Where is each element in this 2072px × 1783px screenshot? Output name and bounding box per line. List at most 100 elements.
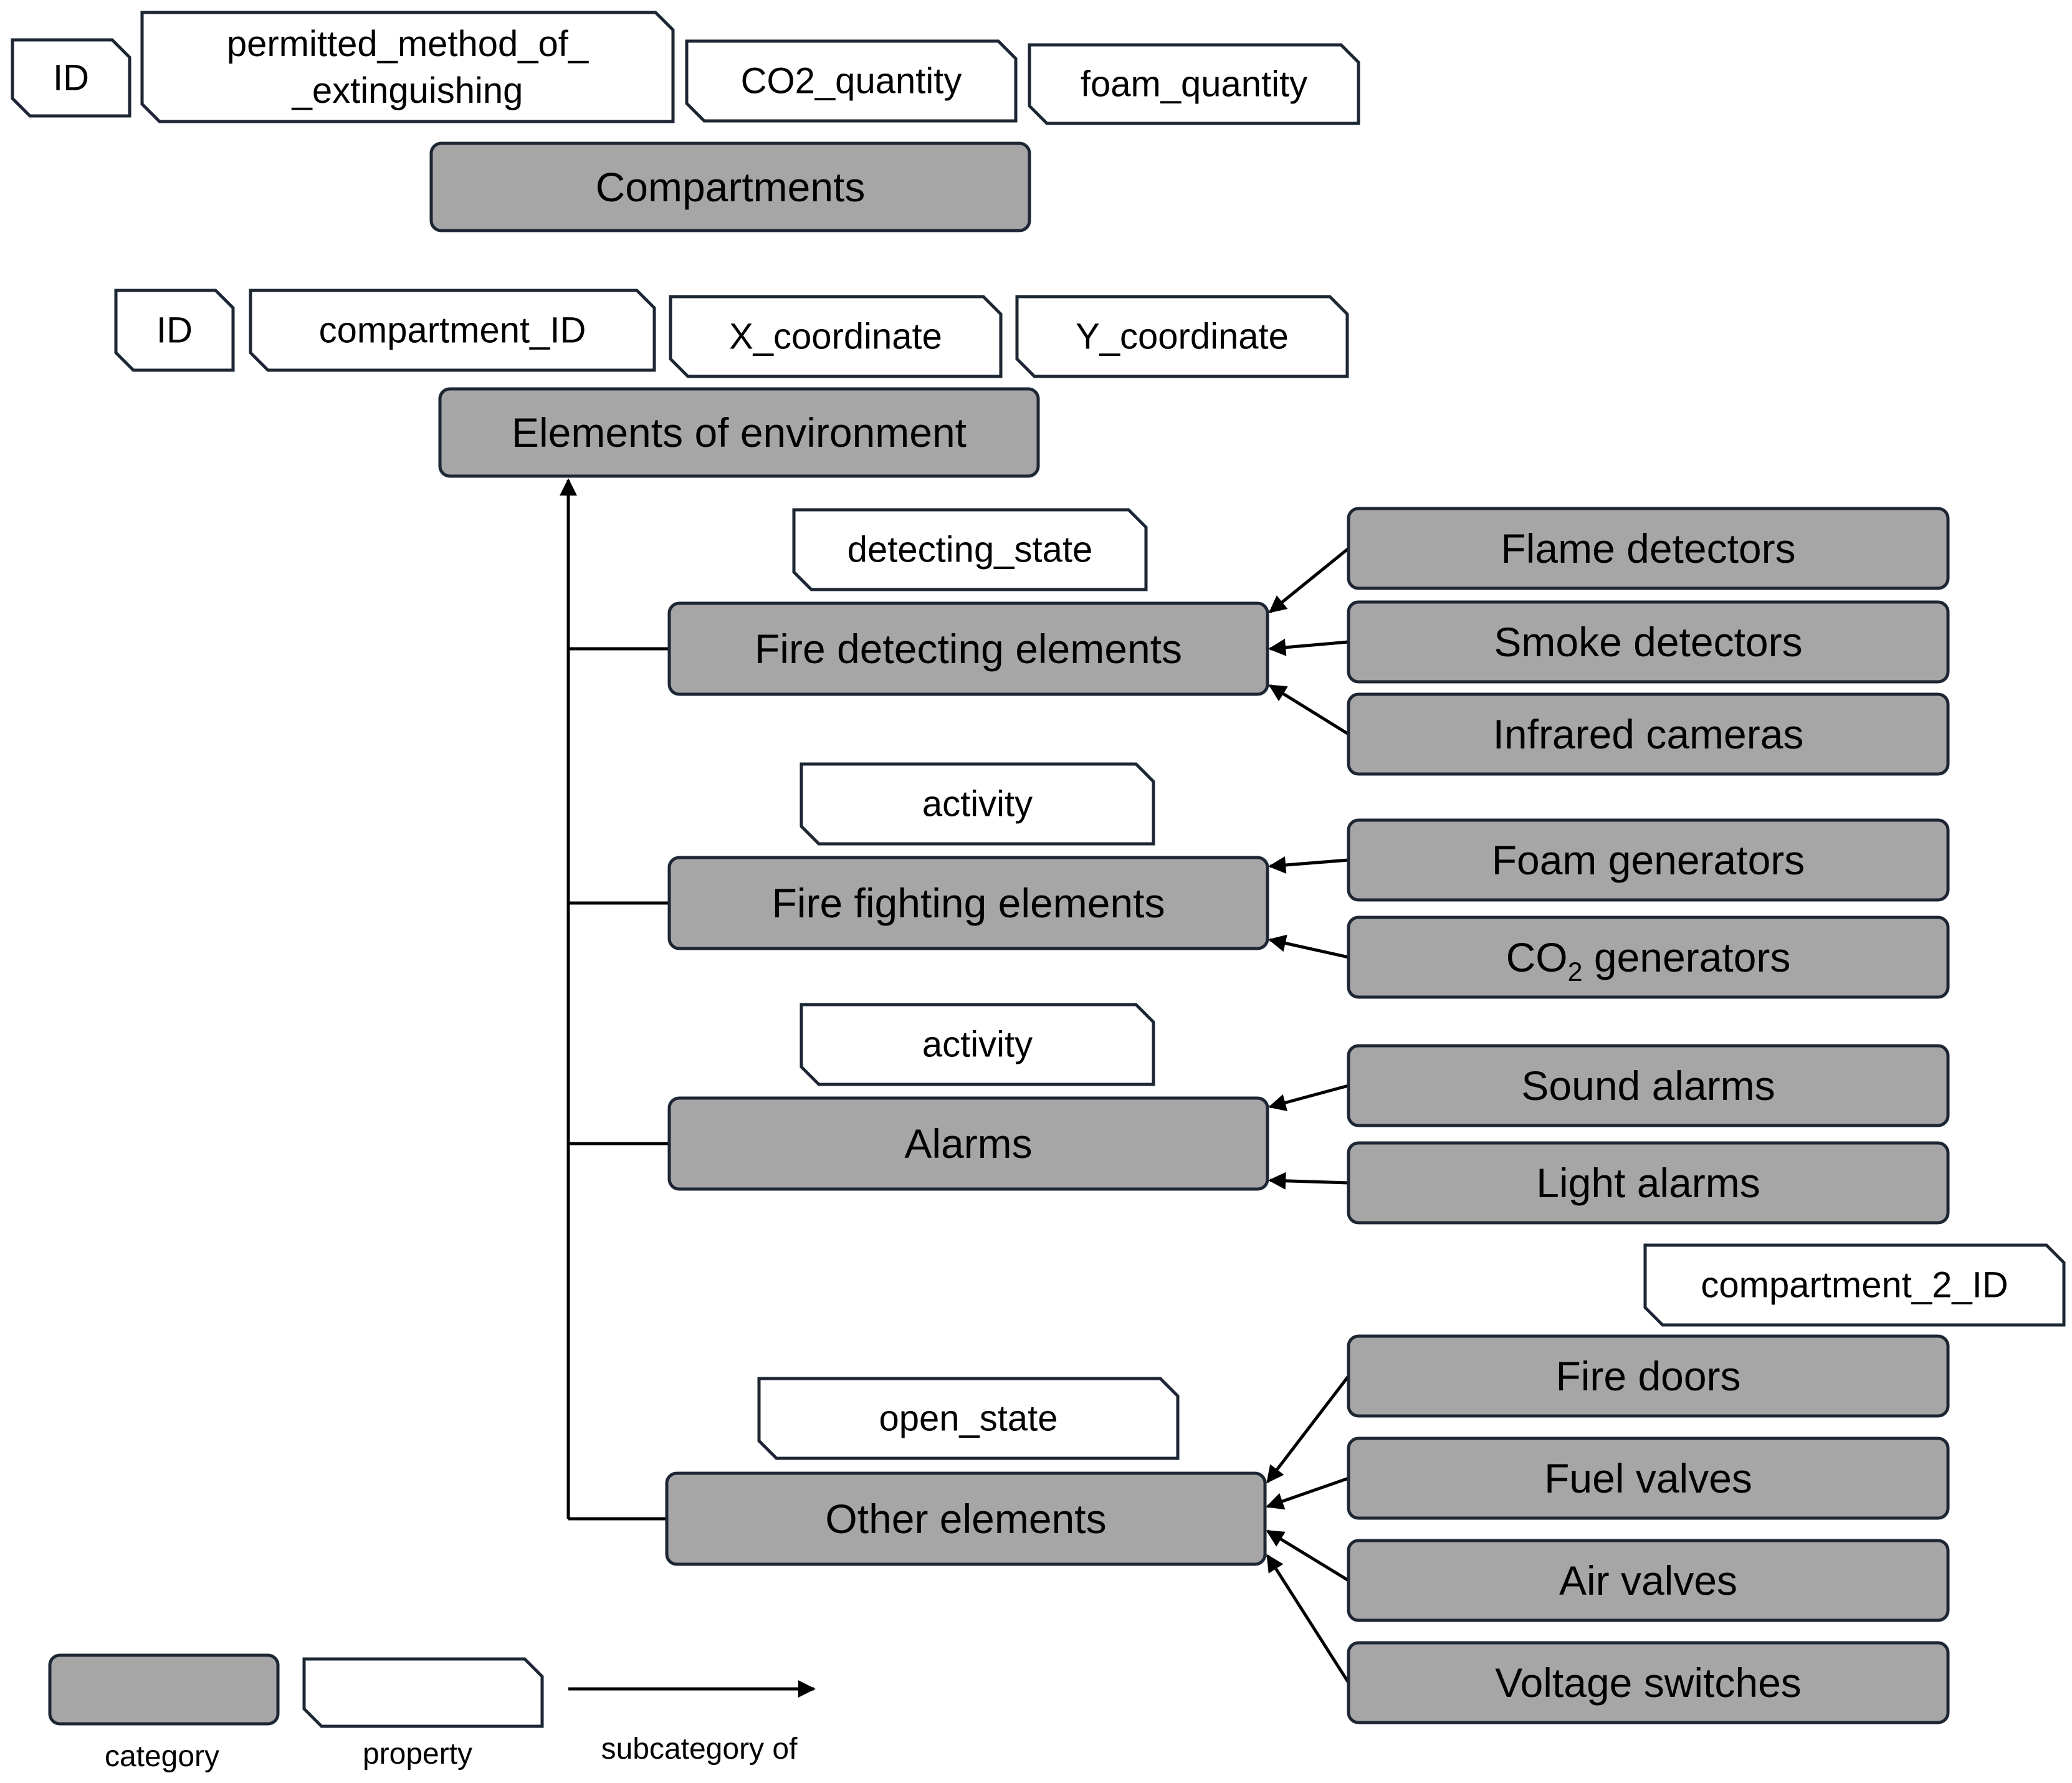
legend-subcategory-label: subcategory of bbox=[601, 1733, 798, 1766]
category-fire-fighting-label: Fire fighting elements bbox=[772, 880, 1165, 926]
category-light-alarms-label: Light alarms bbox=[1536, 1160, 1760, 1206]
alarms-property-shape bbox=[800, 1003, 1155, 1086]
compartment-prop-id: ID bbox=[11, 38, 131, 118]
category-sound-alarms-label: Sound alarms bbox=[1521, 1063, 1775, 1109]
voltage-switches-subcategory-arrow bbox=[1266, 1554, 1350, 1684]
category-voltage-switches-box bbox=[1347, 1641, 1950, 1724]
category-fire-doors-box bbox=[1347, 1334, 1950, 1418]
category-air-valves-box bbox=[1347, 1539, 1950, 1622]
category-co2-generators: CO2 generators bbox=[1347, 915, 1950, 999]
fire-detecting-property-label: detecting_state bbox=[847, 530, 1092, 570]
category-air-valves: Air valves bbox=[1347, 1539, 1950, 1622]
element-prop-y-coordinate-label: Y_coordinate bbox=[1076, 317, 1289, 357]
light-alarms-subcategory-arrow bbox=[1268, 1172, 1349, 1190]
element-prop-x-coordinate-shape bbox=[669, 295, 1003, 378]
category-sound-alarms-box bbox=[1347, 1044, 1950, 1127]
co2-generators-subcategory-arrow bbox=[1268, 934, 1349, 959]
element-prop-compartment-id-label: compartment_ID bbox=[319, 310, 586, 351]
category-compartments: Compartments bbox=[429, 141, 1031, 232]
category-co2-generators-label: CO2 generators bbox=[1506, 934, 1791, 987]
category-other-box bbox=[665, 1471, 1267, 1566]
other-child-property: compartment_2_ID bbox=[1643, 1243, 2066, 1327]
compartment-prop-permitted-method: permitted_method_of__extinguishing bbox=[140, 11, 675, 123]
element-prop-id-label: ID bbox=[156, 310, 193, 351]
category-smoke-detectors-label: Smoke detectors bbox=[1494, 619, 1802, 665]
category-infrared-cameras-box bbox=[1347, 692, 1950, 776]
category-alarms-label: Alarms bbox=[904, 1121, 1032, 1167]
sound-alarms-subcategory-arrow bbox=[1268, 1084, 1349, 1111]
category-foam-generators-label: Foam generators bbox=[1492, 837, 1805, 883]
category-sound-alarms: Sound alarms bbox=[1347, 1044, 1950, 1127]
category-compartments-label: Compartments bbox=[596, 164, 866, 210]
legend: category property subcategory of bbox=[48, 1653, 816, 1773]
other-property: open_state bbox=[757, 1377, 1180, 1460]
element-prop-y-coordinate: Y_coordinate bbox=[1015, 295, 1349, 378]
category-fire-fighting: Fire fighting elements bbox=[667, 856, 1269, 950]
category-elements-of-environment: Elements of environment bbox=[438, 387, 1040, 478]
compartment-prop-id-shape bbox=[11, 38, 131, 118]
other-property-shape bbox=[757, 1377, 1180, 1460]
fire-detecting-property: detecting_state bbox=[792, 508, 1148, 591]
fire-fighting-property-shape bbox=[800, 762, 1155, 846]
category-other: Other elements bbox=[665, 1471, 1267, 1566]
category-flame-detectors-box bbox=[1347, 507, 1950, 590]
category-smoke-detectors-box bbox=[1347, 600, 1950, 684]
other-child-property-label: compartment_2_ID bbox=[1701, 1265, 2008, 1306]
fire-detecting-property-shape bbox=[792, 508, 1148, 591]
compartment-prop-permitted-method-shape bbox=[140, 11, 675, 123]
legend-category-swatch bbox=[48, 1653, 280, 1726]
category-elements-of-environment-box bbox=[438, 387, 1040, 478]
category-alarms-box bbox=[667, 1096, 1269, 1191]
flame-detectors-subcategory-arrow bbox=[1268, 547, 1350, 613]
air-valves-subcategory-arrow bbox=[1266, 1529, 1350, 1582]
legend-property-swatch bbox=[302, 1657, 544, 1728]
element-prop-y-coordinate-shape bbox=[1015, 295, 1349, 378]
category-foam-generators-box bbox=[1347, 818, 1950, 902]
category-alarms: Alarms bbox=[667, 1096, 1269, 1191]
compartment-prop-co2-quantity-shape bbox=[685, 39, 1018, 123]
category-air-valves-label: Air valves bbox=[1559, 1557, 1737, 1604]
connectors bbox=[560, 478, 1350, 1684]
category-light-alarms-box bbox=[1347, 1141, 1950, 1225]
other-property-label: open_state bbox=[879, 1398, 1057, 1439]
category-elements-of-environment-label: Elements of environment bbox=[512, 409, 967, 456]
alarms-property: activity bbox=[800, 1003, 1155, 1086]
element-prop-x-coordinate: X_coordinate bbox=[669, 295, 1003, 378]
compartment-prop-foam-quantity-label: foam_quantity bbox=[1081, 64, 1307, 105]
nodes: ID permitted_method_of__extinguishing CO2_… bbox=[11, 11, 2066, 1724]
element-prop-x-coordinate-label: X_coordinate bbox=[729, 317, 942, 357]
element-prop-id-shape bbox=[114, 289, 235, 372]
category-foam-generators: Foam generators bbox=[1347, 818, 1950, 902]
category-fire-doors-label: Fire doors bbox=[1555, 1353, 1740, 1399]
category-fuel-valves: Fuel valves bbox=[1347, 1436, 1950, 1520]
compartment-prop-co2-quantity-label: CO2_quantity bbox=[741, 61, 962, 102]
fire-fighting-property-label: activity bbox=[922, 784, 1033, 825]
element-prop-compartment-id-shape bbox=[249, 289, 656, 372]
category-fuel-valves-label: Fuel valves bbox=[1544, 1455, 1752, 1501]
legend-category-swatch-box bbox=[48, 1653, 280, 1726]
category-flame-detectors-label: Flame detectors bbox=[1501, 525, 1795, 571]
fuel-valves-subcategory-arrow bbox=[1266, 1476, 1349, 1510]
compartment-prop-co2-quantity: CO2_quantity bbox=[685, 39, 1018, 123]
category-compartments-box bbox=[429, 141, 1031, 232]
other-child-property-shape bbox=[1643, 1243, 2066, 1327]
category-fire-detecting-box bbox=[667, 601, 1269, 696]
legend-property-label: property bbox=[363, 1738, 472, 1771]
legend-category-label: category bbox=[105, 1740, 219, 1773]
compartment-prop-permitted-method-label: permitted_method_of__extinguishing bbox=[227, 23, 589, 110]
compartment-prop-foam-quantity: foam_quantity bbox=[1028, 43, 1360, 125]
category-co2-generators-box bbox=[1347, 915, 1950, 999]
category-other-label: Other elements bbox=[825, 1496, 1106, 1542]
smoke-detectors-subcategory-arrow bbox=[1268, 638, 1349, 656]
legend-property-swatch-shape bbox=[302, 1657, 544, 1728]
category-smoke-detectors: Smoke detectors bbox=[1347, 600, 1950, 684]
element-prop-compartment-id: compartment_ID bbox=[249, 289, 656, 372]
compartment-prop-foam-quantity-shape bbox=[1028, 43, 1360, 125]
category-light-alarms: Light alarms bbox=[1347, 1141, 1950, 1225]
foam-generators-subcategory-arrow bbox=[1268, 856, 1349, 874]
category-fire-doors: Fire doors bbox=[1347, 1334, 1950, 1418]
category-fuel-valves-box bbox=[1347, 1436, 1950, 1520]
category-fire-detecting: Fire detecting elements bbox=[667, 601, 1269, 696]
element-prop-id: ID bbox=[114, 289, 235, 372]
